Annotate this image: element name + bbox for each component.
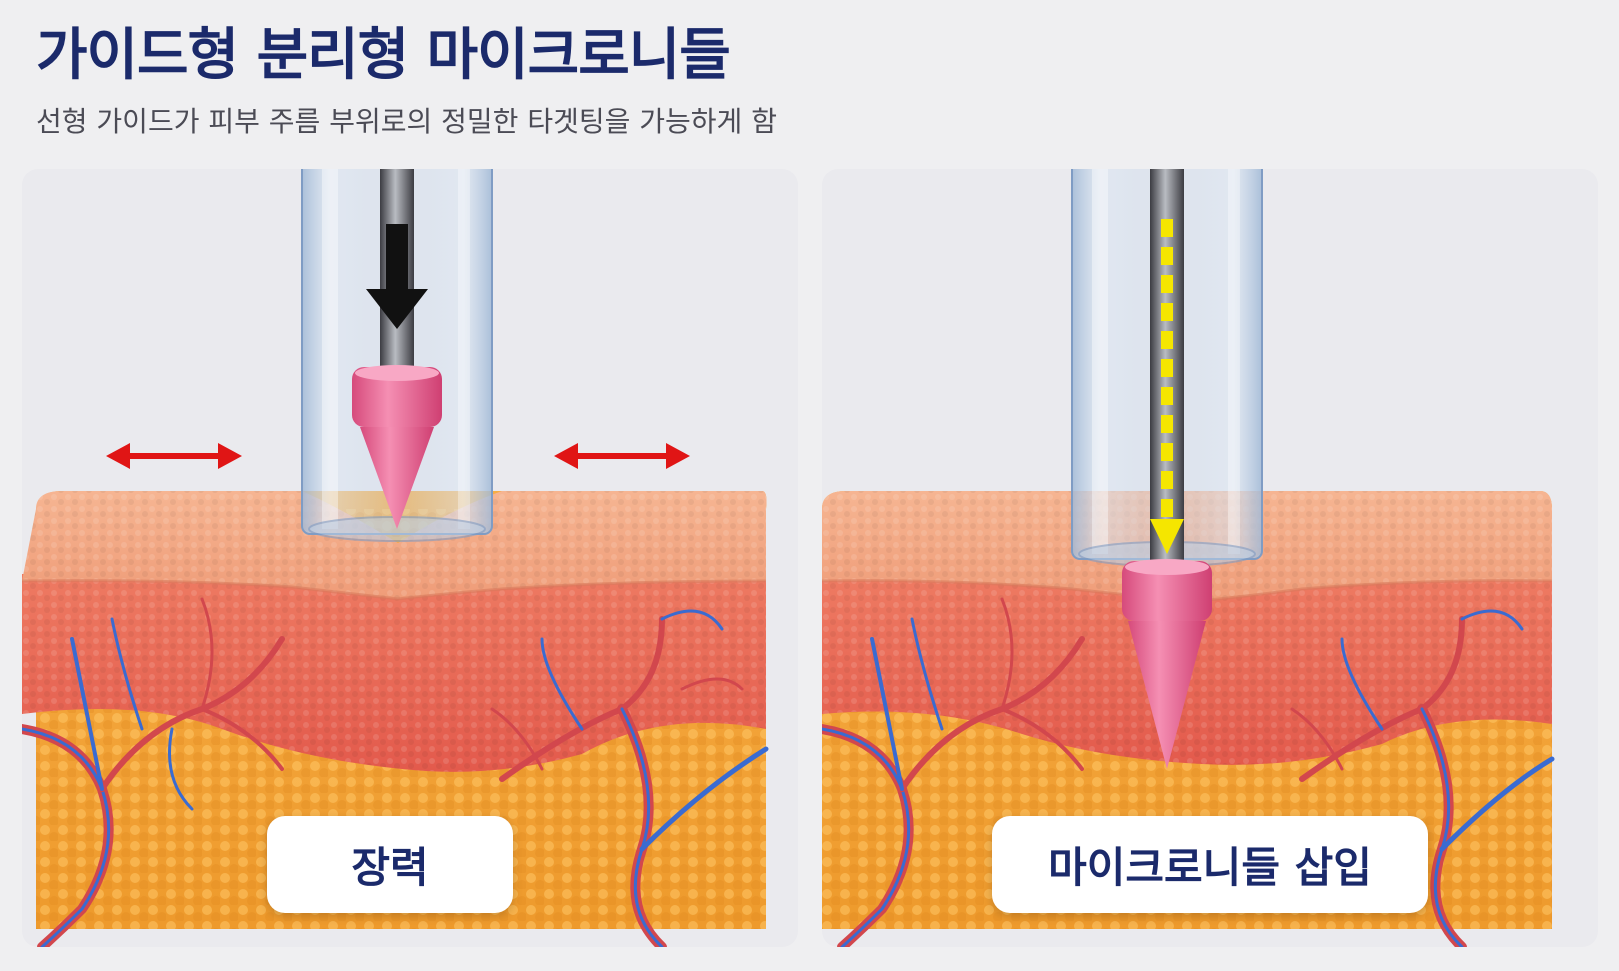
page-subtitle: 선형 가이드가 피부 주름 부위로의 정밀한 타겟팅을 가능하게 함 <box>36 105 777 138</box>
tension-panel: 장력 <box>22 169 798 947</box>
dashed-down-arrow-icon <box>1150 219 1184 554</box>
double-headed-arrow-icon <box>554 443 690 469</box>
blood-vessels <box>22 597 769 947</box>
blood-vessels <box>822 597 1555 947</box>
double-headed-arrow-icon <box>106 443 242 469</box>
page-title: 가이드형 분리형 마이크로니들 <box>36 23 731 88</box>
insertion-panel: 마이크로니들 삽입 <box>822 169 1598 947</box>
down-arrow-icon <box>366 224 428 329</box>
tension-label: 장력 <box>267 816 513 913</box>
microneedle-applicator <box>352 169 442 529</box>
tension-illustration <box>22 169 769 947</box>
insertion-label: 마이크로니들 삽입 <box>992 816 1428 913</box>
